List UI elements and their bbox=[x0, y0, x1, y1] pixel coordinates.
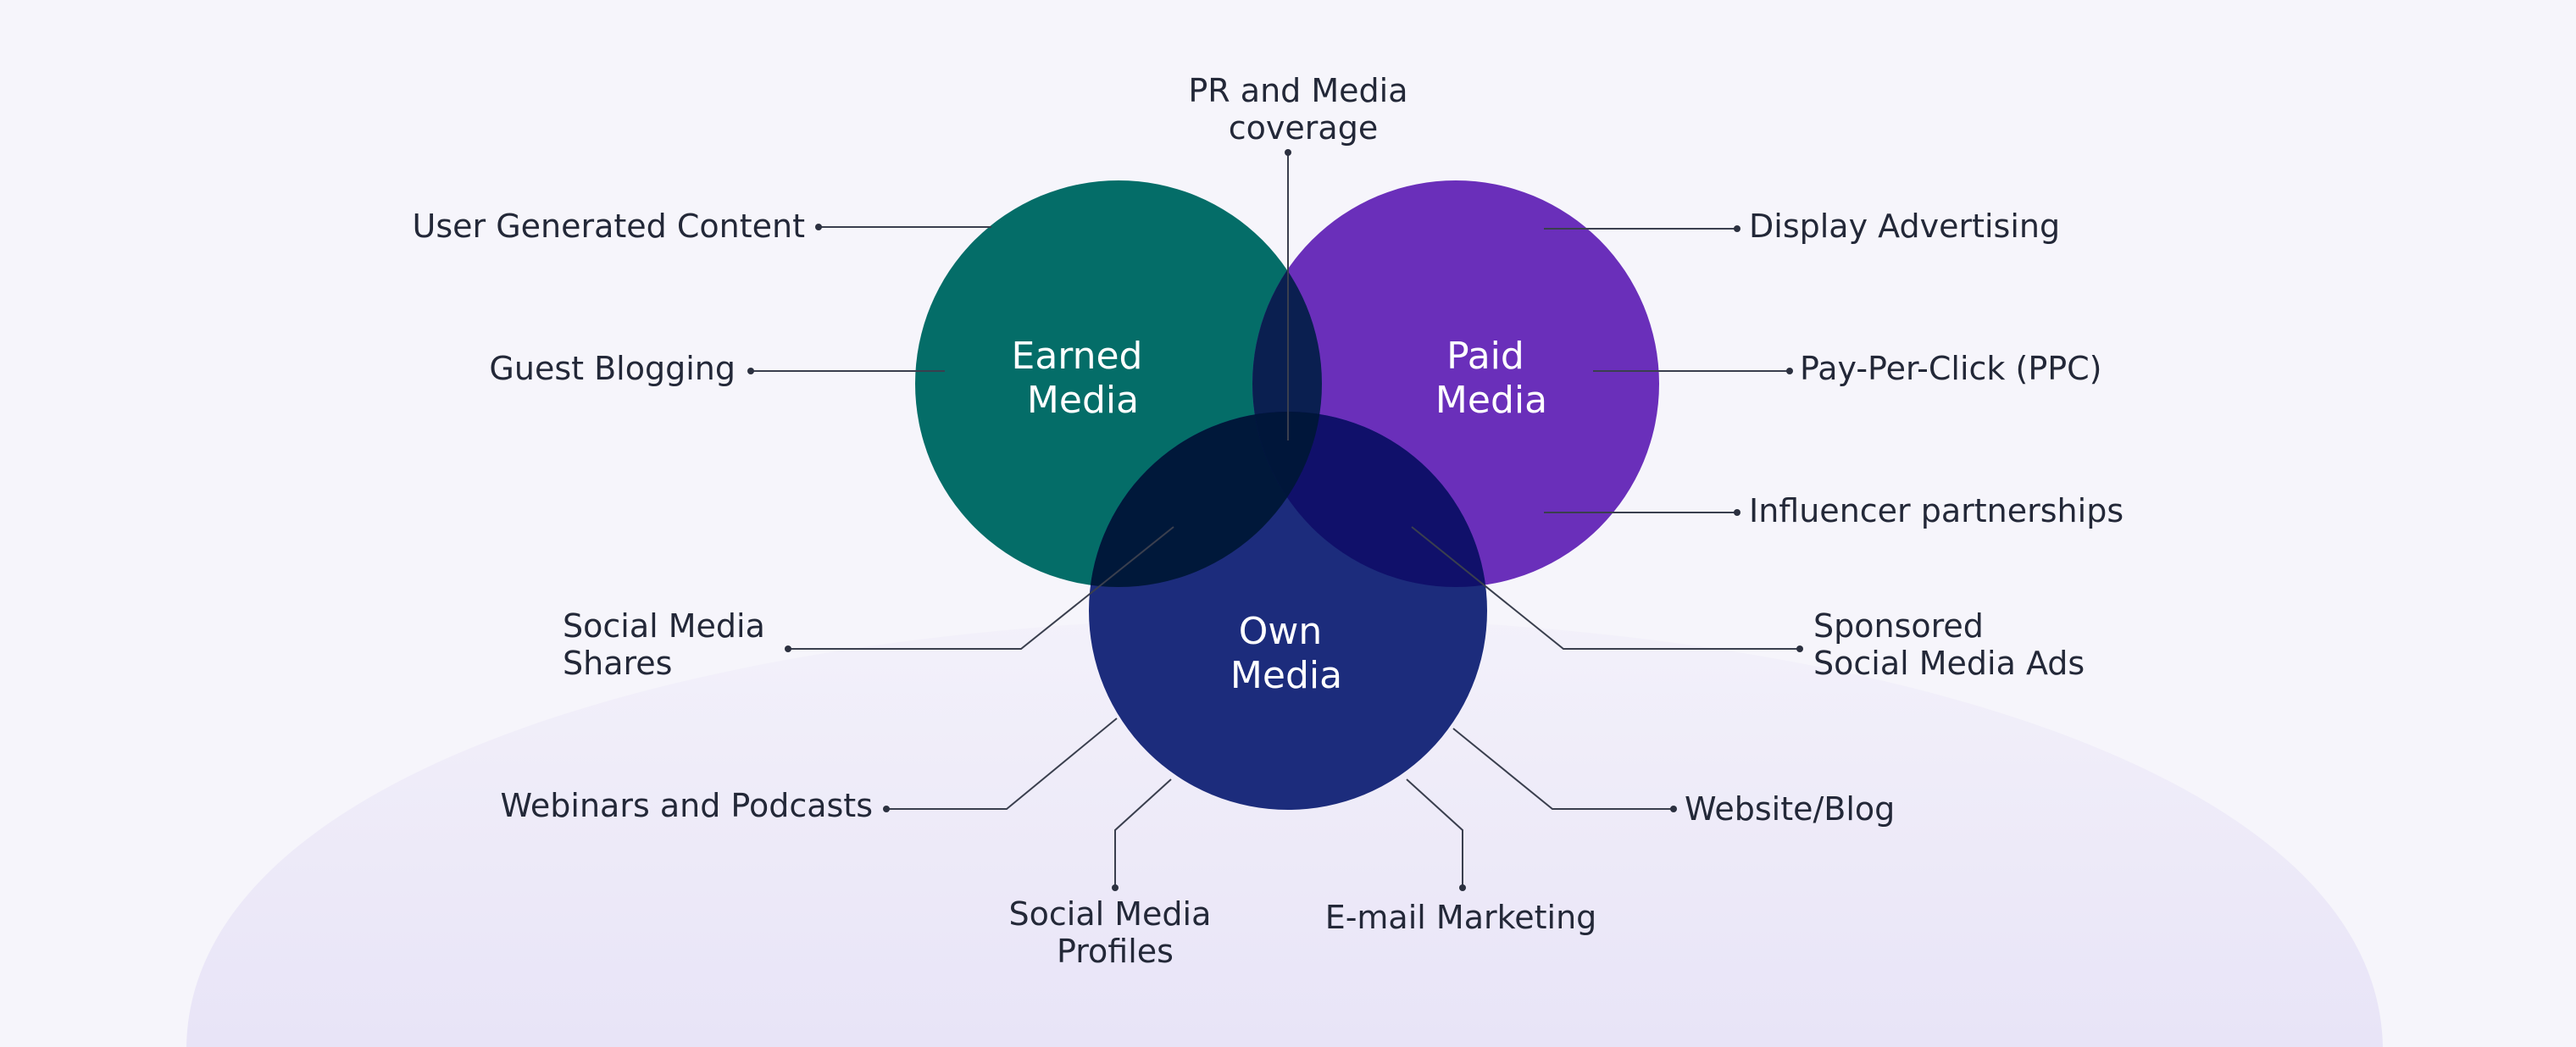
callout-influencer-partnerships: Influencer partnerships bbox=[1749, 492, 2124, 529]
leader-dot-profiles bbox=[1112, 884, 1119, 891]
shares-line-1: Social Media bbox=[563, 607, 765, 645]
own-media-label: Own Media bbox=[1230, 610, 1342, 697]
paid-label-line-2: Media bbox=[1435, 379, 1547, 422]
leader-lines bbox=[747, 149, 1803, 891]
leader-dot-shares bbox=[785, 645, 791, 652]
leader-dot-sponsored bbox=[1796, 645, 1803, 652]
leader-dot-pr bbox=[1285, 149, 1291, 156]
leader-sponsored bbox=[1411, 526, 1800, 650]
callout-webinars-and-podcasts: Webinars and Podcasts bbox=[501, 787, 873, 824]
profiles-line-2: Profiles bbox=[1057, 933, 1174, 970]
website-line-1: Website/Blog bbox=[1685, 790, 1895, 828]
leader-dot-influencer bbox=[1734, 509, 1740, 516]
sponsored-line-2: Social Media Ads bbox=[1813, 645, 2085, 682]
leader-shares bbox=[788, 526, 1174, 650]
own-label-line-1: Own bbox=[1239, 610, 1323, 653]
callout-sponsored-social-media-ads: Sponsored Social Media Ads bbox=[1813, 607, 2085, 682]
callout-email-marketing: E-mail Marketing bbox=[1325, 899, 1597, 936]
earned-media-label: Earned Media bbox=[1012, 335, 1155, 422]
guest-line-1: Guest Blogging bbox=[489, 350, 736, 387]
callout-social-media-profiles: Social Media Profiles bbox=[1009, 895, 1222, 970]
earned-label-line-2: Media bbox=[1027, 379, 1139, 422]
paid-label-line-1: Paid bbox=[1446, 335, 1524, 378]
earned-label-line-1: Earned bbox=[1012, 335, 1143, 378]
pr-line-2: coverage bbox=[1229, 109, 1378, 147]
leader-profiles bbox=[1114, 778, 1172, 888]
display-line-1: Display Advertising bbox=[1749, 208, 2060, 245]
leader-dot-ppc bbox=[1786, 368, 1793, 374]
leader-dot-display bbox=[1734, 225, 1740, 232]
callout-display-advertising: Display Advertising bbox=[1749, 208, 2060, 245]
callout-website-blog: Website/Blog bbox=[1685, 790, 1895, 828]
sponsored-line-1: Sponsored bbox=[1813, 607, 1984, 645]
influencer-line-1: Influencer partnerships bbox=[1749, 492, 2124, 529]
overlap-paid-own bbox=[1252, 412, 1487, 587]
own-label-line-2: Media bbox=[1230, 654, 1342, 697]
profiles-line-1: Social Media bbox=[1009, 895, 1212, 933]
leader-webinars bbox=[886, 717, 1118, 810]
overlap-earned-own bbox=[1089, 412, 1322, 587]
webinars-line-1: Webinars and Podcasts bbox=[501, 787, 873, 824]
shares-line-2: Shares bbox=[563, 645, 672, 682]
callout-guest-blogging: Guest Blogging bbox=[489, 350, 736, 387]
leader-dot-website bbox=[1670, 806, 1677, 812]
leader-dot-guest bbox=[747, 368, 754, 374]
callout-user-generated-content: User Generated Content bbox=[413, 208, 806, 245]
leader-dot-email bbox=[1459, 884, 1466, 891]
paid-media-label: Paid Media bbox=[1435, 335, 1547, 422]
leader-email bbox=[1406, 778, 1463, 888]
callout-pr-media-coverage: PR and Media coverage bbox=[1188, 72, 1418, 147]
email-line-1: E-mail Marketing bbox=[1325, 899, 1597, 936]
leader-dot-webinars bbox=[883, 806, 890, 812]
ppc-line-1: Pay-Per-Click (PPC) bbox=[1800, 350, 2102, 387]
leader-dot-ugc bbox=[815, 224, 822, 230]
leader-website bbox=[1452, 728, 1674, 810]
callout-pay-per-click: Pay-Per-Click (PPC) bbox=[1800, 350, 2102, 387]
pr-line-1: PR and Media bbox=[1188, 72, 1407, 109]
ugc-line-1: User Generated Content bbox=[413, 208, 806, 245]
callout-social-media-shares: Social Media Shares bbox=[563, 607, 775, 682]
background-arc bbox=[186, 618, 2383, 1047]
